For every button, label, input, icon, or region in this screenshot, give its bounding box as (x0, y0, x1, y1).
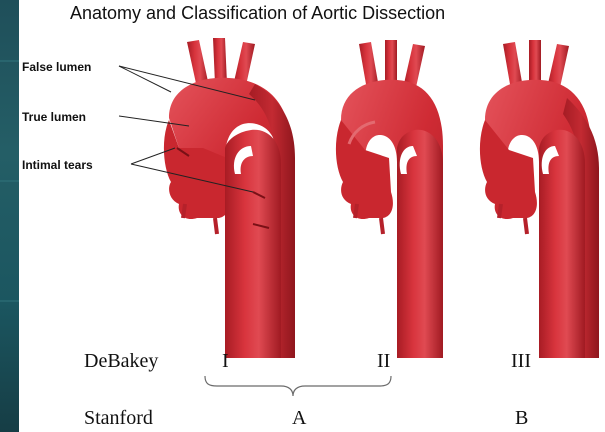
coronary-stub (355, 204, 357, 218)
true-lumen-label: True lumen (22, 110, 86, 124)
debakey-type-ii: II (377, 350, 390, 373)
stanford-type-a: A (292, 407, 306, 430)
debakey-type-i: I (222, 350, 229, 373)
branch-vessel (213, 38, 227, 84)
coronary-stub (215, 218, 217, 234)
stanford-type-b: B (515, 407, 528, 430)
aorta-type-iii (480, 40, 599, 358)
false-lumen-label: False lumen (22, 60, 91, 74)
branch-vessel (385, 40, 397, 86)
aorta-type-ii (336, 40, 443, 358)
debakey-label: DeBakey (84, 350, 158, 373)
coronary-stub (381, 218, 383, 234)
stanford-label: Stanford (84, 407, 153, 430)
leader-false-lumen (119, 66, 171, 92)
descending-aorta (225, 130, 281, 358)
sidebar-stripe (0, 180, 19, 182)
figure-title: Anatomy and Classification of Aortic Dis… (70, 1, 605, 27)
branch-vessel (529, 40, 541, 86)
stanford-a-brace (205, 376, 391, 396)
coronary-stub (183, 204, 185, 218)
sidebar-stripe (0, 60, 19, 62)
coronary-stub (499, 204, 501, 218)
aorta-type-i (164, 38, 295, 358)
intimal-tears-label: Intimal tears (22, 158, 93, 172)
coronary-stub (525, 218, 527, 234)
slide-sidebar (0, 0, 19, 432)
sidebar-stripe (0, 300, 19, 302)
debakey-type-iii: III (511, 350, 531, 373)
